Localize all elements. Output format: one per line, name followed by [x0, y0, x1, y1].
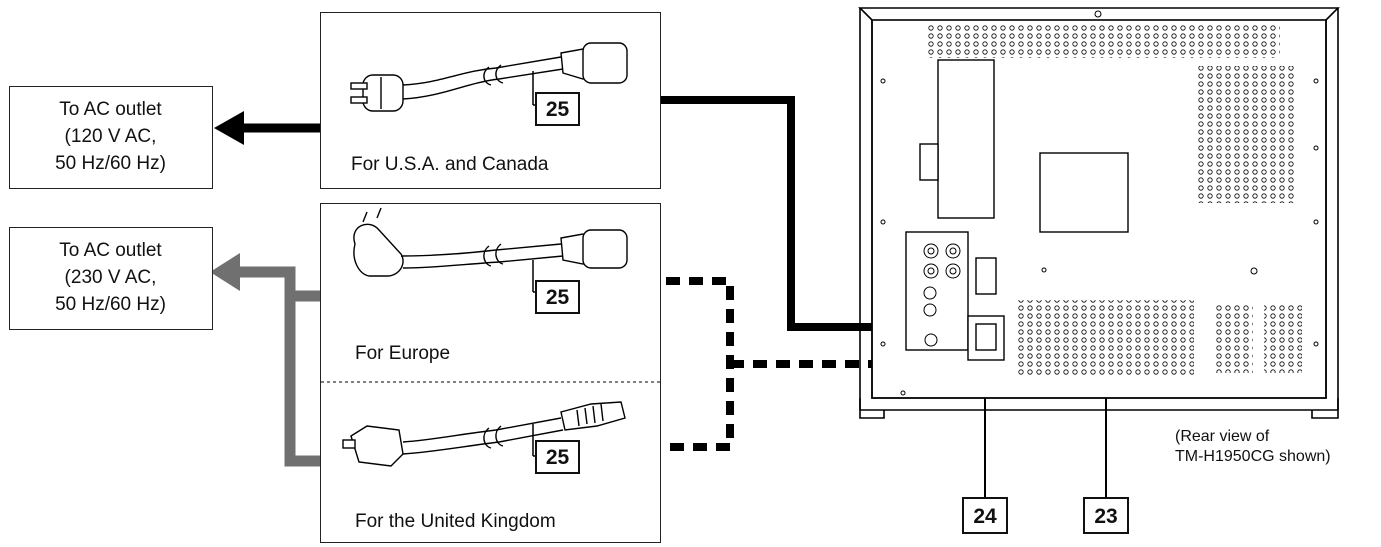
us-outlet-line-2: (120 V AC, — [64, 126, 157, 147]
power-switch — [975, 257, 997, 295]
eu-cord-ref-25: 25 — [535, 280, 580, 314]
ac-inlet — [967, 315, 1005, 361]
uk-cord-ref-25: 25 — [535, 440, 580, 474]
right-vent — [1196, 66, 1294, 203]
eu-outlet-line-3: 50 Hz/60 Hz) — [55, 294, 166, 315]
us-outlet-box: To AC outlet (120 V AC, 50 Hz/60 Hz) — [9, 86, 213, 189]
slot-panel — [937, 59, 995, 219]
eu-outlet-line-2: (230 V AC, — [64, 267, 157, 288]
us-outlet-arrow — [214, 111, 320, 145]
eu-uk-cord-box: 25 For Europe 25 For the United Kingdom — [320, 203, 662, 543]
us-outlet-line-3: 50 Hz/60 Hz) — [55, 153, 166, 174]
eu-outlet-arrow — [210, 253, 320, 467]
label-plate — [1039, 152, 1129, 233]
eu-cord-caption: For Europe — [355, 343, 451, 364]
rear-view-caption: (Rear view of TM-H1950CG shown) — [1175, 427, 1331, 467]
us-cord-ref-25: 25 — [535, 92, 580, 126]
us-cord-box: 25 For U.S.A. and Canada — [320, 12, 661, 189]
eu-outlet-box: To AC outlet (230 V AC, 50 Hz/60 Hz) — [9, 227, 213, 330]
eu-uk-plug-cord-illustration — [321, 207, 662, 467]
eu-outlet-line-1: To AC outlet — [59, 240, 162, 261]
us-plug-cord-illustration — [350, 42, 628, 112]
rear-view-caption-line-2: TM-H1950CG shown) — [1175, 448, 1331, 465]
ac-inlet-callout-24: 24 — [962, 497, 1008, 534]
eu-plug-icon — [353, 207, 628, 277]
small-vent-2 — [1264, 303, 1302, 373]
small-vent-1 — [1215, 303, 1253, 373]
db-connector — [919, 143, 939, 181]
rear-view-caption-line-1: (Rear view of — [1175, 428, 1270, 445]
us-cord-caption: For U.S.A. and Canada — [351, 154, 549, 175]
top-vent — [926, 25, 1280, 58]
uk-plug-icon — [342, 401, 626, 467]
us-outlet-line-1: To AC outlet — [59, 99, 162, 120]
power-switch-callout-23: 23 — [1083, 497, 1129, 534]
uk-cord-caption: For the United Kingdom — [355, 511, 556, 532]
connector-panel — [905, 231, 969, 351]
bottom-vent — [1018, 300, 1194, 377]
